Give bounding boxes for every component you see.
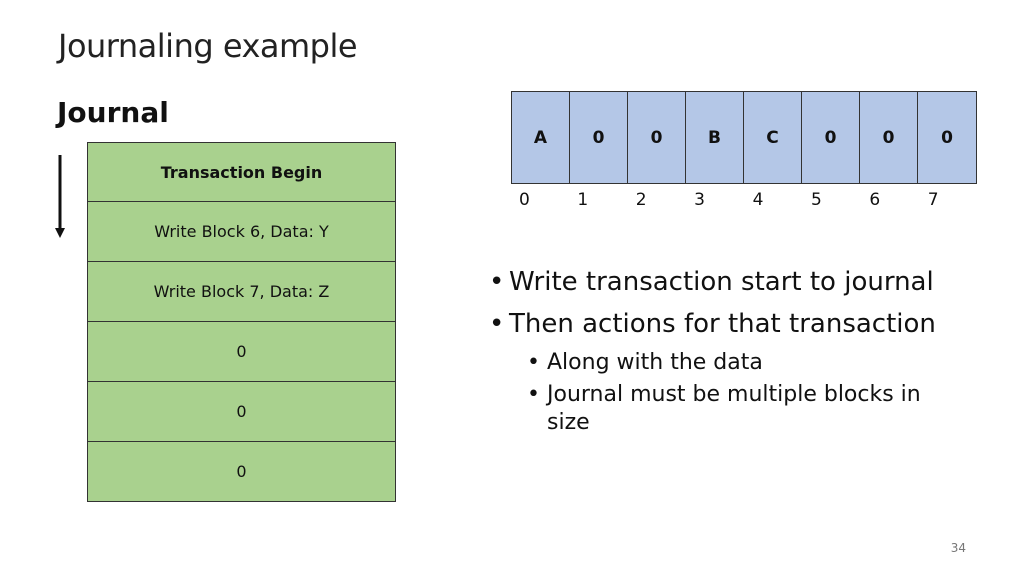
disk-block: A xyxy=(512,92,570,183)
bullet-list: •Write transaction start to journal •The… xyxy=(489,265,959,441)
bullet-text: Write transaction start to journal xyxy=(509,267,934,297)
disk-block: B xyxy=(686,92,744,183)
block-index: 5 xyxy=(810,190,822,210)
slide-title: Journaling example xyxy=(58,27,358,65)
journal-table: Transaction Begin Write Block 6, Data: Y… xyxy=(87,142,396,502)
block-index: 1 xyxy=(577,190,589,210)
bullet-icon: • xyxy=(489,267,505,297)
sub-bullet-item: • Along with the data xyxy=(527,349,959,377)
bullet-item: •Then actions for that transaction xyxy=(489,307,959,341)
disk-block: 0 xyxy=(860,92,918,183)
page-number: 34 xyxy=(950,541,966,555)
bullet-text: Then actions for that transaction xyxy=(509,309,936,339)
block-index: 7 xyxy=(927,190,939,210)
down-arrow-icon xyxy=(55,155,65,238)
sub-bullet-item: • Journal must be multiple blocks in size xyxy=(527,381,959,437)
bullet-icon: • xyxy=(527,350,540,375)
disk-block-indices: 0 1 2 3 4 5 6 7 xyxy=(511,190,978,210)
bullet-icon: • xyxy=(527,382,540,407)
journal-row: Transaction Begin xyxy=(87,142,396,202)
bullet-text: Journal must be multiple blocks in size xyxy=(547,382,921,435)
journal-row: Write Block 6, Data: Y xyxy=(87,202,396,262)
bullet-item: •Write transaction start to journal xyxy=(489,265,959,299)
journal-row: Write Block 7, Data: Z xyxy=(87,262,396,322)
block-index: 6 xyxy=(869,190,881,210)
disk-blocks: A 0 0 B C 0 0 0 xyxy=(511,91,977,184)
disk-block: C xyxy=(744,92,802,183)
block-index: 3 xyxy=(694,190,705,210)
block-index: 0 xyxy=(519,190,530,210)
disk-block: 0 xyxy=(802,92,860,183)
bullet-icon: • xyxy=(489,309,505,339)
journal-label: Journal xyxy=(57,96,169,129)
bullet-text: Along with the data xyxy=(547,350,763,375)
journal-row: 0 xyxy=(87,442,396,502)
journal-row: 0 xyxy=(87,322,396,382)
block-index: 2 xyxy=(635,190,647,210)
block-index: 4 xyxy=(752,190,764,210)
disk-block: 0 xyxy=(918,92,976,183)
disk-block: 0 xyxy=(570,92,628,183)
disk-block: 0 xyxy=(628,92,686,183)
journal-row: 0 xyxy=(87,382,396,442)
